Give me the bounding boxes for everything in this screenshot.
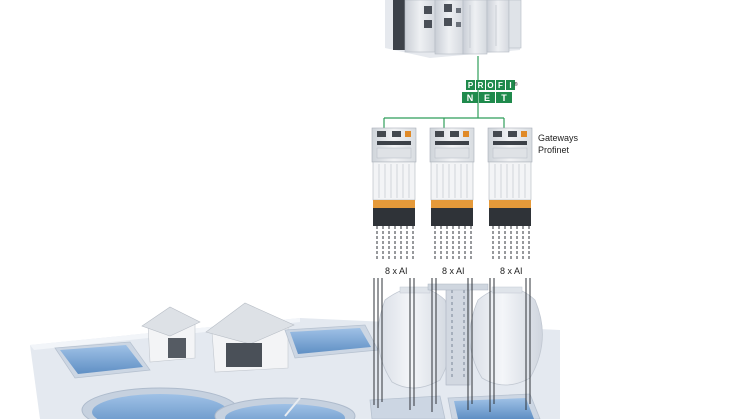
profinet-label: Profinet	[538, 145, 570, 155]
logo-letter: I	[509, 81, 511, 90]
profinet-logo: P R O F I N E T ®	[462, 80, 518, 103]
logo-letter: R	[478, 81, 484, 90]
logo-trademark: ®	[514, 81, 518, 88]
io-label: 8 x AI	[385, 266, 408, 276]
logo-letter: P	[468, 81, 474, 90]
logo-letter: E	[484, 93, 490, 103]
logo-letter: O	[487, 81, 493, 90]
gateway-station-3	[487, 127, 533, 260]
analog-signal-cables	[373, 278, 531, 412]
gateway-station-1	[371, 127, 417, 260]
water-treatment-plant-icon	[30, 283, 560, 419]
plc-rack-icon	[385, 0, 522, 58]
io-label: 8 x AI	[442, 266, 465, 276]
logo-letter: T	[501, 93, 507, 103]
gateway-station-2	[429, 127, 475, 260]
logo-letter: N	[467, 93, 474, 103]
logo-letter: F	[498, 81, 503, 90]
gateways-label: Gateways	[538, 133, 579, 143]
io-label: 8 x AI	[500, 266, 523, 276]
